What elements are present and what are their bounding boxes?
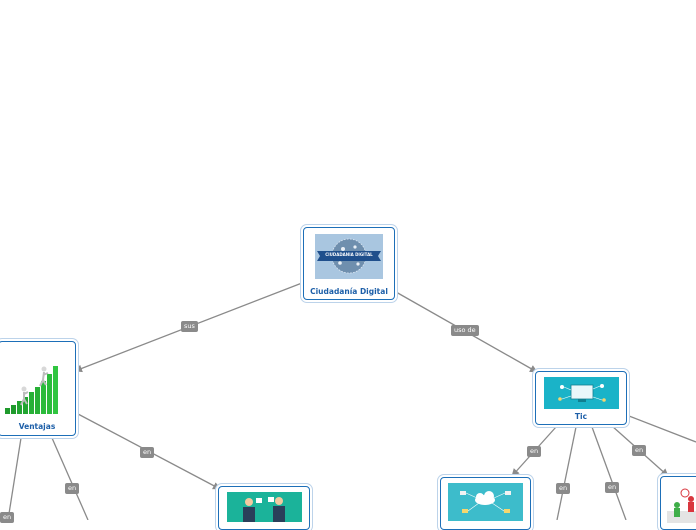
- edge-ventajas-to-child-b: [51, 437, 89, 520]
- edge-label-uso-de: uso de: [451, 325, 479, 336]
- edge-label-sus: sus: [181, 321, 198, 332]
- node-cloud[interactable]: [440, 477, 531, 530]
- node-tic[interactable]: Tic: [535, 371, 627, 425]
- edge-label-en: en: [632, 445, 647, 456]
- edge-ventajas-to-child-a: [7, 437, 22, 520]
- edge-label-en: en: [527, 446, 542, 457]
- people-network-image: [667, 485, 696, 523]
- edge-tic-to-offscreen: [628, 415, 696, 443]
- growth-stairs-image: [3, 356, 63, 418]
- technology-devices-image: [544, 377, 619, 409]
- edge-label-en: en: [0, 512, 15, 523]
- globe-network-image: CIUDADANIA DIGITAL: [315, 234, 383, 279]
- root-node-ciudadania-digital[interactable]: CIUDADANIA DIGITAL Ciudadanía Digital: [303, 227, 395, 300]
- edge-tic-to-child-b: [556, 426, 577, 520]
- edge-label-en: en: [556, 483, 571, 494]
- edge-label-en: en: [65, 483, 80, 494]
- node-communication[interactable]: [218, 486, 310, 530]
- cloud-network-image: [448, 483, 523, 521]
- edge-tic-to-child-c: [591, 426, 627, 520]
- edge-label-en: en: [605, 482, 620, 493]
- banner-text: CIUDADANIA DIGITAL: [325, 252, 373, 257]
- node-tic-label: Tic: [574, 412, 588, 421]
- node-people-network[interactable]: [660, 476, 696, 530]
- node-ventajas-label: Ventajas: [18, 422, 56, 431]
- people-talking-image: [227, 492, 302, 522]
- root-node-label: Ciudadanía Digital: [310, 287, 388, 296]
- node-ventajas[interactable]: Ventajas: [0, 341, 76, 436]
- edge-label-en: en: [140, 447, 155, 458]
